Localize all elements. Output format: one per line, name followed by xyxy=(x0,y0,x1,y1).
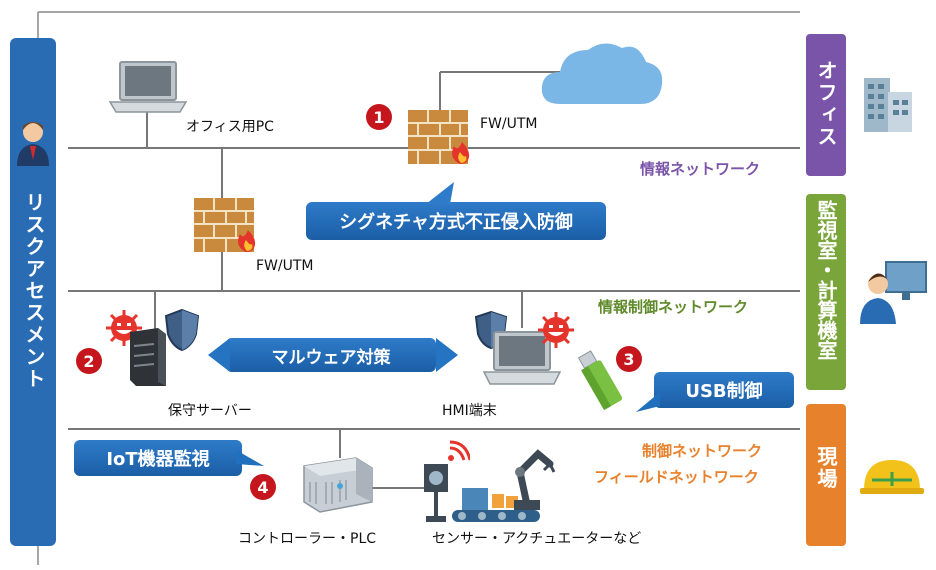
callout-malware: マルウェア対策 xyxy=(226,338,436,372)
controller-label: コントローラー・PLC xyxy=(238,531,377,547)
virus-icon xyxy=(536,310,576,354)
office-zone-label: オフィス xyxy=(814,60,838,148)
wifi-signal-icon xyxy=(446,440,472,468)
control-network-label: 制御ネットワーク xyxy=(642,442,763,460)
conveyor-icon xyxy=(452,484,542,528)
office-zone xyxy=(806,34,846,176)
laptop-icon xyxy=(108,60,188,118)
marker-4: 4 xyxy=(250,474,276,500)
risk-assessment-label: リスクアセスメント xyxy=(22,192,46,390)
callout-usb: USB制御 xyxy=(654,372,794,408)
person-icon xyxy=(14,118,52,166)
marker-2: 2 xyxy=(76,348,102,374)
field-zone xyxy=(806,404,846,546)
usb-stick-icon xyxy=(577,346,623,416)
controller-icon xyxy=(296,456,376,522)
fw-top-label: FW/UTM xyxy=(480,116,538,132)
callout-signature-ips: シグネチャ方式不正侵入防御 xyxy=(306,202,606,240)
callout-iot: IoT機器監視 xyxy=(74,440,242,476)
monitoring-zone-label: 監視室・計算機室 xyxy=(814,200,838,360)
info-control-network-label: 情報制御ネットワーク xyxy=(598,298,749,316)
info-network-label: 情報ネットワーク xyxy=(640,160,761,178)
fw-mid-label: FW/UTM xyxy=(256,258,314,274)
callout-arrow-left xyxy=(208,338,230,372)
shield-icon xyxy=(164,308,200,356)
sensor-icon xyxy=(422,462,450,528)
helmet-icon xyxy=(858,456,926,500)
operator-icon xyxy=(858,258,930,334)
building-icon xyxy=(860,68,918,138)
hmi-label: HMI端末 xyxy=(442,403,497,419)
sensors-label: センサー・アクチュエーターなど xyxy=(432,531,642,547)
cloud-icon xyxy=(538,36,666,112)
hmi-laptop-icon xyxy=(482,330,562,390)
field-zone-label: 現場 xyxy=(814,446,838,490)
callout-pointer xyxy=(426,182,454,204)
office-pc-label: オフィス用PC xyxy=(186,119,274,135)
firewall-icon xyxy=(194,194,260,258)
monitoring-zone xyxy=(806,194,846,390)
server-icon xyxy=(124,326,170,392)
marker-1: 1 xyxy=(366,104,392,130)
server-label: 保守サーバー xyxy=(168,403,252,419)
callout-arrow-right xyxy=(436,338,458,372)
firewall-icon xyxy=(408,106,474,170)
robot-arm-icon xyxy=(500,444,556,518)
callout-pointer xyxy=(636,392,660,412)
callout-pointer xyxy=(236,450,264,466)
marker-3: 3 xyxy=(616,346,642,372)
field-network-label: フィールドネットワーク xyxy=(594,468,759,486)
